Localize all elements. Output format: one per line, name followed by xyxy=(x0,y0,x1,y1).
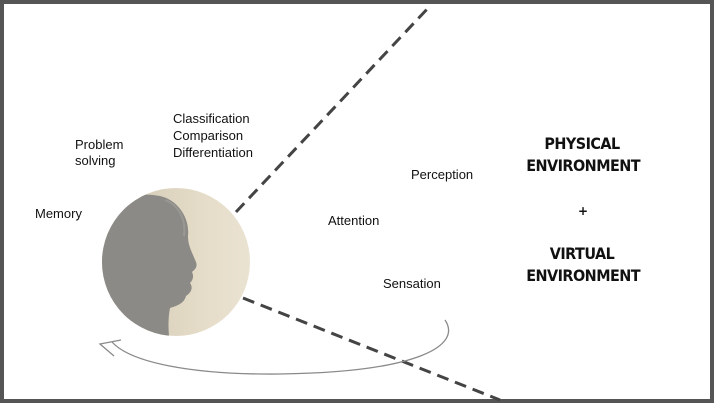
label-memory: Memory xyxy=(35,206,82,221)
plus-sign: + xyxy=(578,204,589,218)
curved-arrow-icon xyxy=(98,319,450,375)
label-problem-solving-line1: Problem xyxy=(75,137,124,152)
label-comparison: Comparison xyxy=(173,128,244,143)
label-sensation: Sensation xyxy=(383,276,441,291)
virtual-environment-line1: VIRTUAL xyxy=(549,244,615,263)
head-silhouette-icon xyxy=(102,188,250,336)
label-differentiation: Differentiation xyxy=(173,145,253,160)
upper-dashed-line xyxy=(234,4,432,214)
label-perception: Perception xyxy=(411,167,474,182)
physical-environment-line2: ENVIRONMENT xyxy=(526,156,641,175)
label-classification: Classification xyxy=(173,111,250,126)
label-problem-solving-line2: solving xyxy=(75,153,116,168)
label-attention: Attention xyxy=(328,213,380,228)
physical-environment-line1: PHYSICAL xyxy=(544,134,620,153)
virtual-environment-line2: ENVIRONMENT xyxy=(526,266,641,285)
lower-dashed-line xyxy=(242,296,501,402)
